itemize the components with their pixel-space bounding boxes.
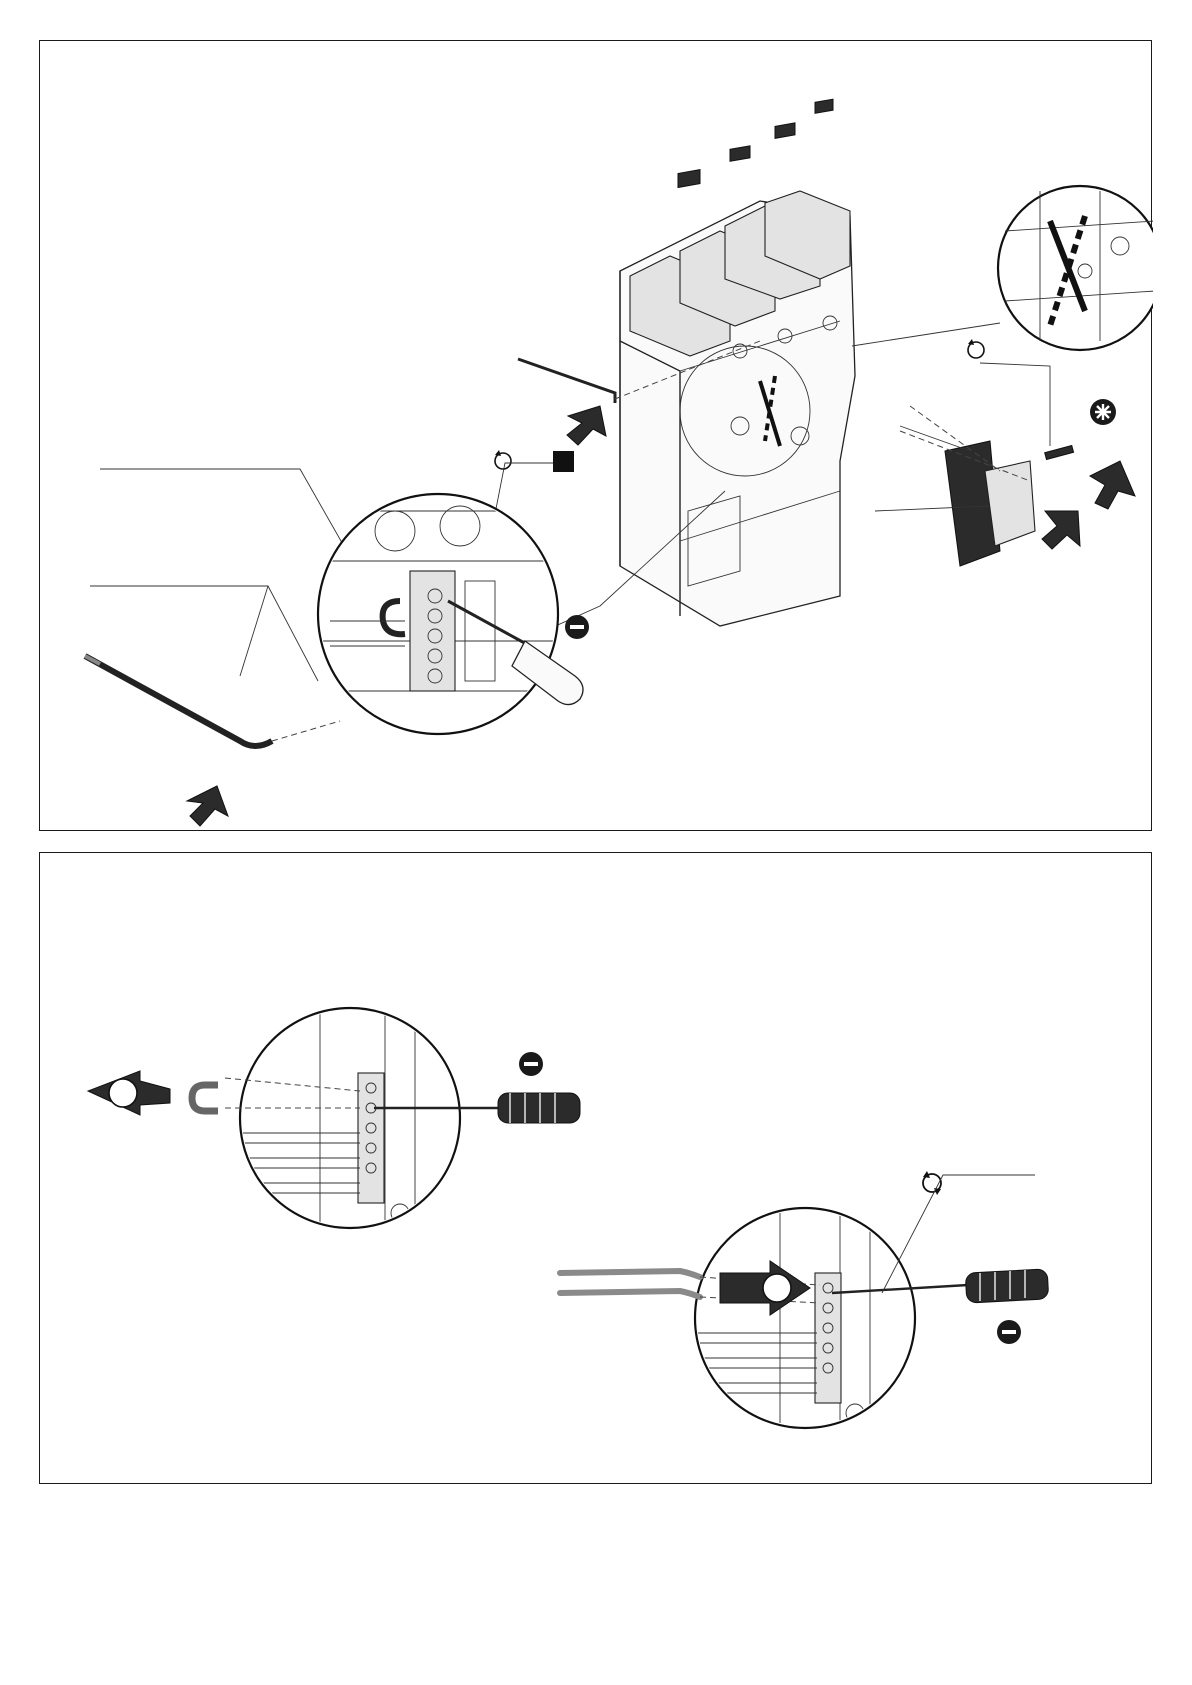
pull-arrow bbox=[88, 1071, 170, 1115]
inset-magnifier-top-right bbox=[852, 186, 1153, 350]
wire-a bbox=[560, 1271, 700, 1277]
leader-line bbox=[90, 586, 318, 681]
black-arrow-icon bbox=[1042, 511, 1080, 549]
black-arrow-icon bbox=[1090, 461, 1135, 509]
diagram-panel-bottom bbox=[39, 852, 1152, 1484]
rotate-arrow-icon bbox=[923, 1171, 941, 1195]
leader-line bbox=[240, 586, 268, 676]
circuit-breaker bbox=[620, 99, 855, 626]
black-arrow-icon bbox=[187, 786, 228, 826]
wire-b bbox=[560, 1291, 700, 1297]
jumper-link bbox=[192, 1085, 218, 1111]
terminal-block-magnifier bbox=[318, 494, 560, 734]
rotate-arrow-icon bbox=[968, 339, 984, 358]
wire-lower bbox=[85, 656, 340, 826]
minus-circle-icon bbox=[997, 1320, 1021, 1344]
step-remove-magnifier bbox=[240, 1003, 460, 1233]
black-square-icon bbox=[553, 451, 574, 472]
black-arrow-icon bbox=[567, 406, 606, 445]
auxiliary-module bbox=[875, 363, 1074, 566]
wiring-steps-illustration bbox=[40, 853, 1153, 1485]
breaker-illustration bbox=[40, 41, 1153, 832]
step-insert-magnifier bbox=[695, 1203, 915, 1433]
phillips-circle-icon bbox=[1090, 399, 1116, 425]
minus-circle-icon bbox=[519, 1052, 543, 1076]
rotate-arrow-icon bbox=[495, 450, 511, 469]
minus-circle-icon bbox=[565, 615, 589, 639]
diagram-panel-top bbox=[39, 40, 1152, 831]
